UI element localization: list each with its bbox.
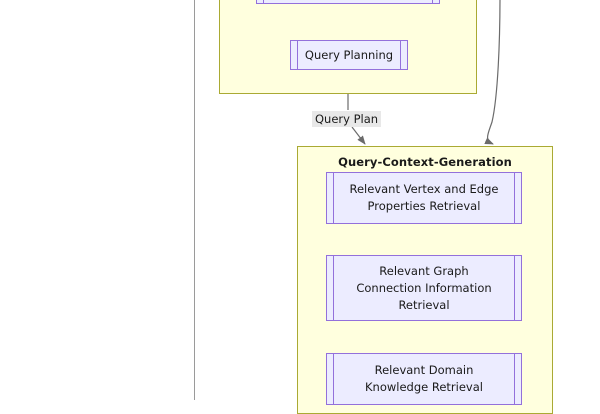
cluster-query-context-generation-title: Query-Context-Generation bbox=[338, 155, 512, 169]
figure-left-border bbox=[194, 0, 195, 400]
node-relevant-domain-knowledge-retrieval[interactable]: Relevant Domain Knowledge Retrieval bbox=[326, 353, 522, 405]
edge-query-plan-lower-segment bbox=[351, 126, 366, 145]
edge-label-query-plan-text: Query Plan bbox=[315, 112, 379, 126]
node-query-planning[interactable]: Query Planning bbox=[290, 40, 408, 70]
node-relevant-graph-connection-information-retrieval-line-3: Retrieval bbox=[398, 297, 450, 312]
node-relevant-domain-knowledge-retrieval-line-1: Relevant Domain bbox=[374, 363, 474, 377]
node-relevant-graph-connection-information-retrieval[interactable]: Relevant Graph Connection Information Re… bbox=[326, 255, 522, 321]
edge-incoming-right bbox=[484, 0, 501, 145]
node-relevant-vertex-and-edge-properties-retrieval-line-2: Properties Retrieval bbox=[367, 199, 481, 213]
node-relevant-vertex-and-edge-properties-retrieval[interactable]: Relevant Vertex and Edge Properties Retr… bbox=[326, 172, 522, 224]
node-relevant-domain-knowledge-retrieval-line-2: Knowledge Retrieval bbox=[365, 380, 483, 394]
node-relevant-graph-connection-information-retrieval-line-1: Relevant Graph bbox=[379, 263, 469, 278]
edge-label-query-plan: Query Plan bbox=[312, 111, 382, 127]
node-relevant-vertex-and-edge-properties-retrieval-line-1: Relevant Vertex and Edge bbox=[349, 182, 499, 196]
node-query-planning-label: Query Planning bbox=[304, 47, 394, 62]
node-clipped-top[interactable] bbox=[256, 0, 440, 4]
node-relevant-graph-connection-information-retrieval-line-2: Connection Information bbox=[356, 280, 492, 295]
diagram-canvas: Query Planning Query Plan Query-Context-… bbox=[194, 0, 553, 414]
